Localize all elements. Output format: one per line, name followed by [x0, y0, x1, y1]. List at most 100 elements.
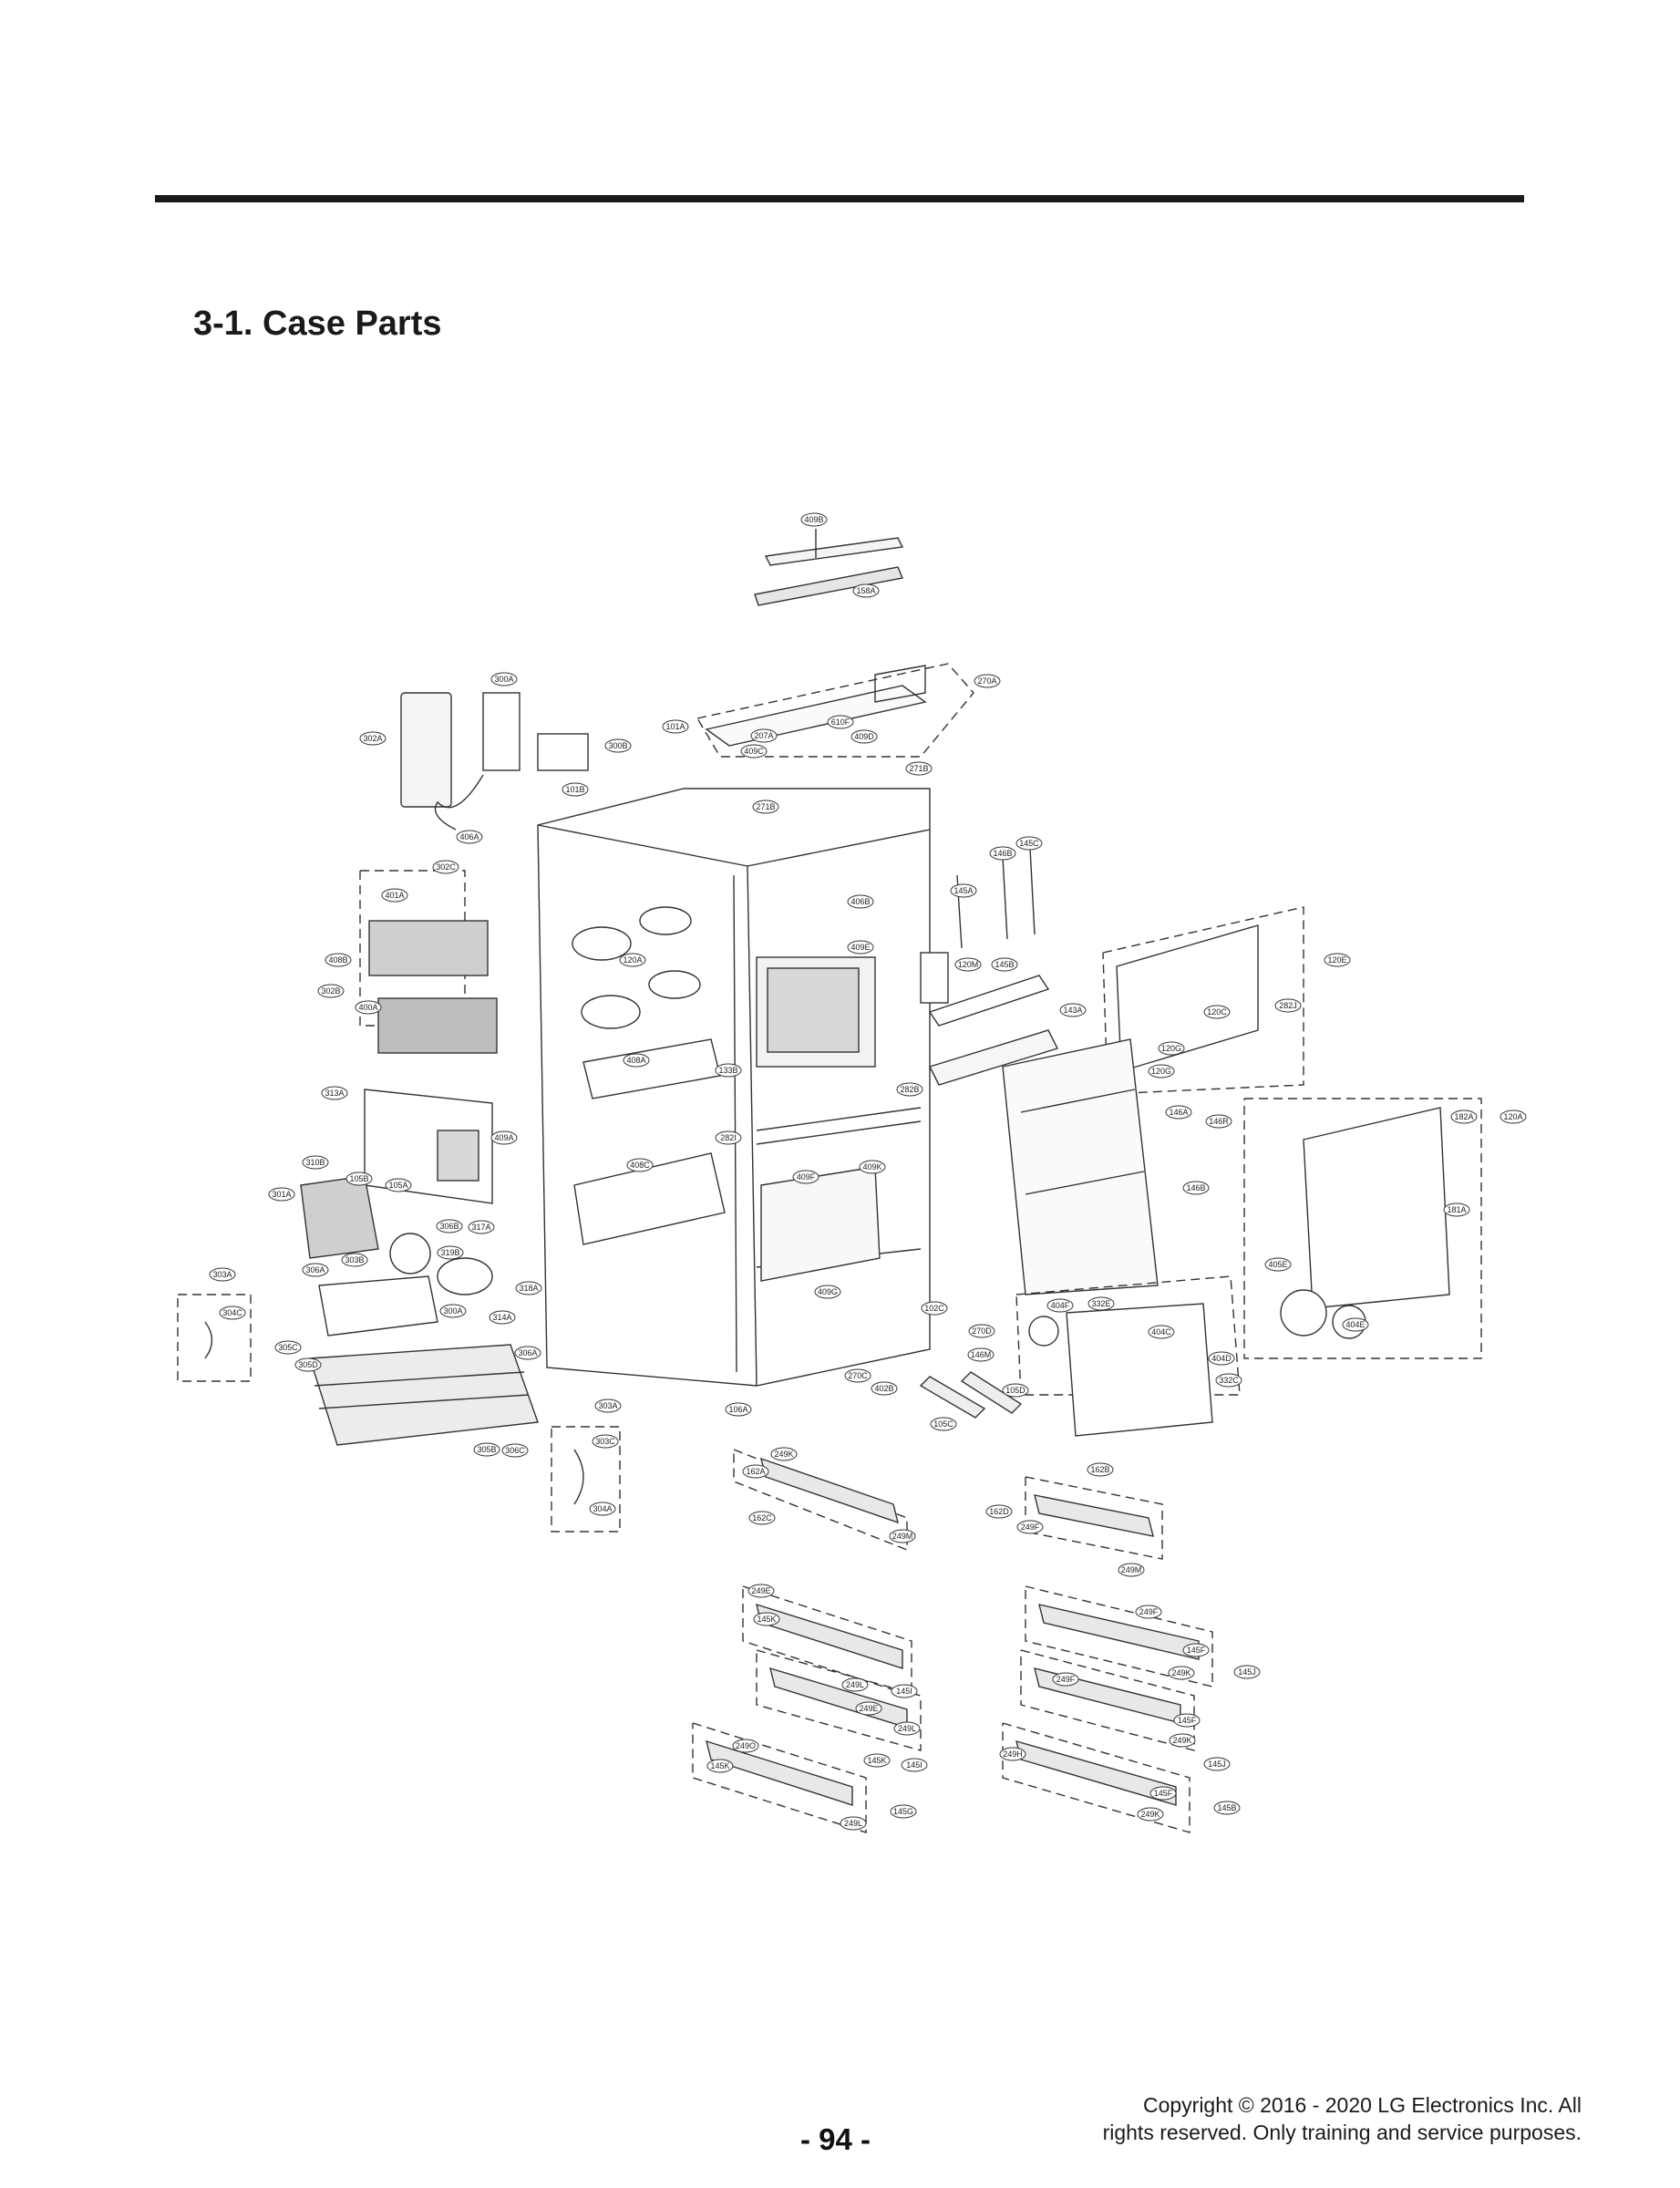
machine-compartment [177, 1175, 621, 1533]
part-label: 314A [489, 1310, 516, 1325]
svg-text:319B: 319B [440, 1248, 459, 1257]
svg-text:145K: 145K [867, 1756, 886, 1765]
svg-text:303B: 303B [345, 1255, 364, 1264]
part-label: 302A [359, 731, 387, 746]
part-label: 271B [905, 761, 933, 776]
section-title: 3-1. Case Parts [193, 304, 442, 343]
part-label: 249F [1135, 1605, 1162, 1619]
part-label: 143A [1059, 1003, 1087, 1017]
part-label: 409B [800, 512, 828, 527]
svg-text:120C: 120C [1207, 1007, 1227, 1017]
svg-text:145B: 145B [1217, 1803, 1236, 1812]
part-label: 610F [827, 715, 854, 729]
part-label: 145A [950, 883, 977, 898]
part-label: 303C [592, 1434, 619, 1449]
part-label: 270A [974, 674, 1001, 688]
part-label: 145K [706, 1759, 734, 1773]
part-label: 249M [1118, 1563, 1145, 1577]
part-label: 409K [859, 1160, 886, 1174]
svg-text:120G: 120G [1151, 1067, 1171, 1076]
svg-text:271B: 271B [756, 802, 775, 811]
part-label: 406A [456, 830, 483, 844]
top-rule [155, 195, 1524, 202]
svg-text:145F: 145F [1178, 1716, 1197, 1725]
part-label: 409E [847, 940, 874, 955]
svg-text:271B: 271B [909, 764, 928, 773]
part-label: 282B [896, 1082, 923, 1097]
part-label: 145J [1233, 1665, 1261, 1679]
svg-text:406A: 406A [459, 832, 479, 841]
svg-text:249K: 249K [1140, 1810, 1160, 1819]
part-label: 404D [1208, 1351, 1235, 1366]
part-label: 270C [844, 1368, 871, 1383]
top-cover-group [696, 663, 974, 758]
svg-text:332C: 332C [1219, 1376, 1239, 1385]
svg-text:249K: 249K [1171, 1668, 1190, 1677]
door-bins [572, 906, 726, 1245]
svg-text:302C: 302C [436, 862, 456, 872]
part-label: 406B [847, 894, 874, 909]
svg-text:249F: 249F [1139, 1607, 1159, 1616]
svg-text:249F: 249F [1056, 1675, 1076, 1684]
svg-text:409D: 409D [854, 732, 874, 741]
svg-text:305C: 305C [278, 1343, 298, 1352]
part-label: 300A [439, 1304, 467, 1318]
part-label: 146M [967, 1347, 995, 1362]
svg-text:300A: 300A [494, 675, 513, 684]
part-label: 317A [468, 1220, 495, 1234]
part-label: 120G [1148, 1064, 1175, 1079]
svg-text:105D: 105D [1005, 1386, 1026, 1395]
part-label: 304C [219, 1306, 246, 1320]
svg-text:249O: 249O [736, 1741, 756, 1750]
svg-text:249E: 249E [751, 1586, 770, 1595]
right-shelves-and-door [920, 847, 1482, 1359]
svg-text:146M: 146M [971, 1350, 992, 1359]
part-label: 401A [381, 888, 408, 903]
svg-text:306C: 306C [505, 1446, 525, 1455]
part-label: 303B [341, 1253, 368, 1267]
svg-text:409E: 409E [850, 943, 870, 952]
part-label: 249L [893, 1721, 921, 1736]
svg-text:270D: 270D [972, 1326, 992, 1336]
svg-text:162D: 162D [989, 1507, 1009, 1516]
svg-text:133B: 133B [718, 1066, 737, 1075]
svg-text:301A: 301A [272, 1190, 291, 1199]
svg-text:105C: 105C [933, 1419, 953, 1429]
part-label: 158A [852, 583, 880, 598]
svg-text:207A: 207A [754, 731, 773, 740]
part-label: 405E [1264, 1257, 1292, 1272]
svg-text:610F: 610F [831, 717, 850, 727]
svg-text:306A: 306A [518, 1348, 537, 1357]
svg-text:145A: 145A [953, 886, 973, 895]
copyright-line-2: rights reserved. Only training and servi… [1102, 2121, 1582, 2144]
part-label: 404E [1342, 1317, 1369, 1332]
svg-text:402B: 402B [874, 1384, 893, 1393]
part-label: 105A [385, 1178, 412, 1192]
svg-text:282J: 282J [1279, 1001, 1297, 1010]
svg-text:303C: 303C [595, 1437, 615, 1446]
svg-text:145K: 145K [757, 1615, 776, 1624]
svg-text:300B: 300B [608, 741, 627, 750]
part-label: 146B [1182, 1181, 1210, 1195]
part-label: 409C [740, 744, 768, 759]
svg-text:145B: 145B [995, 960, 1014, 969]
part-callouts: 409B 158A 270A 300A 300B 302A 101A 207A … [209, 512, 1527, 1831]
svg-text:145J: 145J [1238, 1667, 1256, 1677]
svg-text:181A: 181A [1447, 1205, 1466, 1214]
svg-text:318A: 318A [519, 1284, 538, 1293]
part-label: 409D [850, 729, 878, 744]
part-label: 409G [814, 1285, 841, 1299]
control-box-parts [400, 692, 589, 831]
svg-text:145I: 145I [896, 1687, 912, 1696]
svg-text:146B: 146B [1186, 1183, 1205, 1192]
svg-text:332E: 332E [1091, 1299, 1110, 1308]
part-label: 249H [999, 1747, 1026, 1761]
part-label: 303A [594, 1398, 622, 1413]
svg-text:249L: 249L [846, 1680, 864, 1689]
lower-drawer-parts [919, 1275, 1241, 1437]
part-label: 404F [1046, 1298, 1074, 1313]
part-label: 120A [1500, 1109, 1527, 1124]
part-label: 249L [841, 1677, 869, 1692]
svg-text:303A: 303A [212, 1270, 232, 1279]
part-label: 249K [1168, 1666, 1195, 1680]
